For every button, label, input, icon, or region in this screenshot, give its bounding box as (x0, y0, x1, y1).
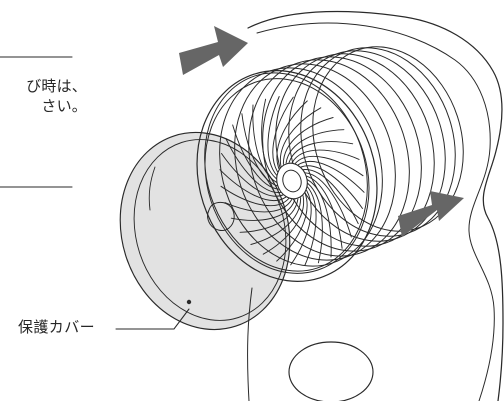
fan-housing-ring (290, 27, 487, 251)
instruction-text: び時は、 さい。 (0, 77, 90, 127)
fan-blade (292, 150, 359, 162)
fan-blade (289, 142, 353, 163)
direction-arrow-icon (179, 26, 248, 75)
direction-arrow-icon (398, 191, 464, 237)
label-leader-dot (187, 300, 191, 304)
protective-cover-label: 保護カバー (18, 318, 95, 336)
instruction-line: び時は、 (26, 77, 87, 95)
fan-blade (283, 118, 333, 165)
instruction-line: さい。 (41, 97, 87, 115)
device-base-cutout (289, 342, 373, 401)
